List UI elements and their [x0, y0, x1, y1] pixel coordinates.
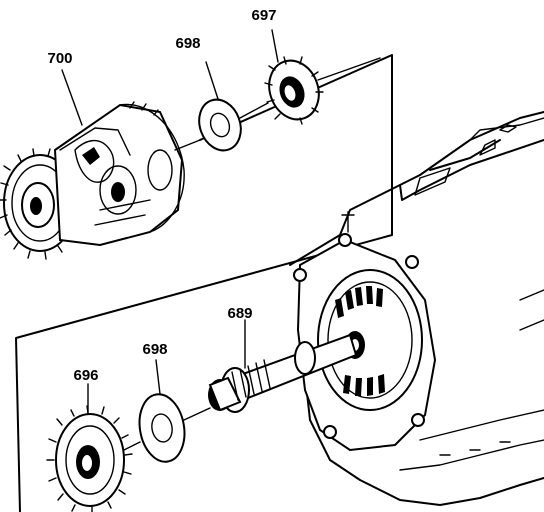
upper-thrust-washer-698 — [198, 61, 242, 152]
differential-case-700 — [0, 101, 185, 260]
callout-689: 689 — [227, 305, 252, 322]
upper-bearing-697 — [264, 29, 324, 125]
callout-700: 700 — [47, 50, 72, 67]
callout-698-lower: 698 — [142, 341, 167, 358]
transmission-housing — [289, 111, 544, 506]
lower-thrust-washer-698 — [138, 359, 186, 463]
callout-697: 697 — [251, 7, 276, 24]
lower-gear-696 — [46, 383, 133, 512]
leader-700 — [61, 69, 83, 126]
exploded-view-frame — [15, 54, 393, 512]
callout-698-upper: 698 — [175, 35, 200, 52]
callout-696: 696 — [73, 367, 98, 384]
output-shaft-689 — [208, 319, 358, 413]
